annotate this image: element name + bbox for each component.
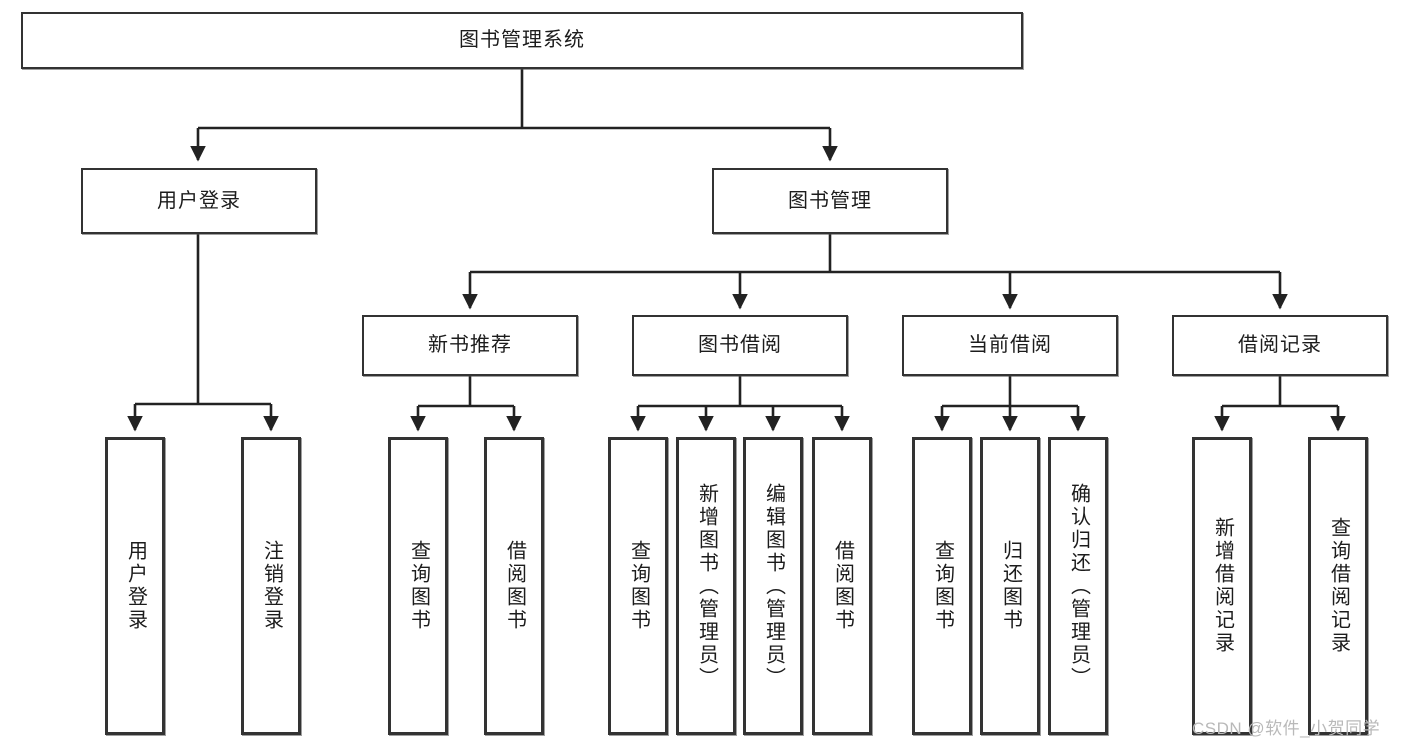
node-user-login[interactable]: 用户登录 (81, 168, 317, 234)
leaf-user-login-label: 用户登录 (124, 540, 147, 632)
leaf-edit-book-admin-label: 编辑图书（管理员） (762, 482, 785, 690)
leaf-return-book[interactable]: 归还图书 (980, 437, 1040, 735)
node-root-label: 图书管理系统 (459, 29, 585, 51)
leaf-borrow-book-recommend[interactable]: 借阅图书 (484, 437, 544, 735)
node-book-management-label: 图书管理 (788, 189, 872, 212)
leaf-query-book-recommend[interactable]: 查询图书 (388, 437, 448, 735)
leaf-confirm-return-admin-label: 确认归还（管理员） (1067, 482, 1090, 690)
leaf-query-borrow-record[interactable]: 查询借阅记录 (1308, 437, 1368, 735)
node-book-management[interactable]: 图书管理 (712, 168, 948, 234)
node-root-system[interactable]: 图书管理系统 (21, 12, 1023, 69)
leaf-query-book-current-label: 查询图书 (931, 540, 954, 632)
leaf-query-book-borrow-label: 查询图书 (627, 540, 650, 632)
node-borrow-records-label: 借阅记录 (1238, 334, 1322, 356)
node-book-borrow-label: 图书借阅 (698, 334, 782, 356)
leaf-confirm-return-admin[interactable]: 确认归还（管理员） (1048, 437, 1108, 735)
leaf-edit-book-admin[interactable]: 编辑图书（管理员） (743, 437, 803, 735)
node-current-borrow-label: 当前借阅 (968, 334, 1052, 356)
leaf-borrow-book-recommend-label: 借阅图书 (503, 540, 526, 632)
leaf-add-book-admin-label: 新增图书（管理员） (695, 482, 718, 690)
node-current-borrow[interactable]: 当前借阅 (902, 315, 1118, 376)
leaf-add-borrow-record-label: 新增借阅记录 (1211, 517, 1234, 655)
leaf-query-book-current[interactable]: 查询图书 (912, 437, 972, 735)
leaf-add-borrow-record[interactable]: 新增借阅记录 (1192, 437, 1252, 735)
node-borrow-records[interactable]: 借阅记录 (1172, 315, 1388, 376)
node-book-borrow[interactable]: 图书借阅 (632, 315, 848, 376)
leaf-query-book-recommend-label: 查询图书 (407, 540, 430, 632)
leaf-user-login[interactable]: 用户登录 (105, 437, 165, 735)
leaf-return-book-label: 归还图书 (999, 540, 1022, 632)
node-new-book-recommend-label: 新书推荐 (428, 334, 512, 356)
leaf-query-borrow-record-label: 查询借阅记录 (1327, 517, 1350, 655)
leaf-add-book-admin[interactable]: 新增图书（管理员） (676, 437, 736, 735)
leaf-logout[interactable]: 注销登录 (241, 437, 301, 735)
node-user-login-label: 用户登录 (157, 189, 241, 212)
leaf-query-book-borrow[interactable]: 查询图书 (608, 437, 668, 735)
node-new-book-recommend[interactable]: 新书推荐 (362, 315, 578, 376)
leaf-borrow-book-borrow-label: 借阅图书 (831, 540, 854, 632)
leaf-logout-label: 注销登录 (260, 540, 283, 632)
csdn-watermark: CSDN @软件_小贺同学 (1192, 719, 1381, 738)
leaf-borrow-book-borrow[interactable]: 借阅图书 (812, 437, 872, 735)
